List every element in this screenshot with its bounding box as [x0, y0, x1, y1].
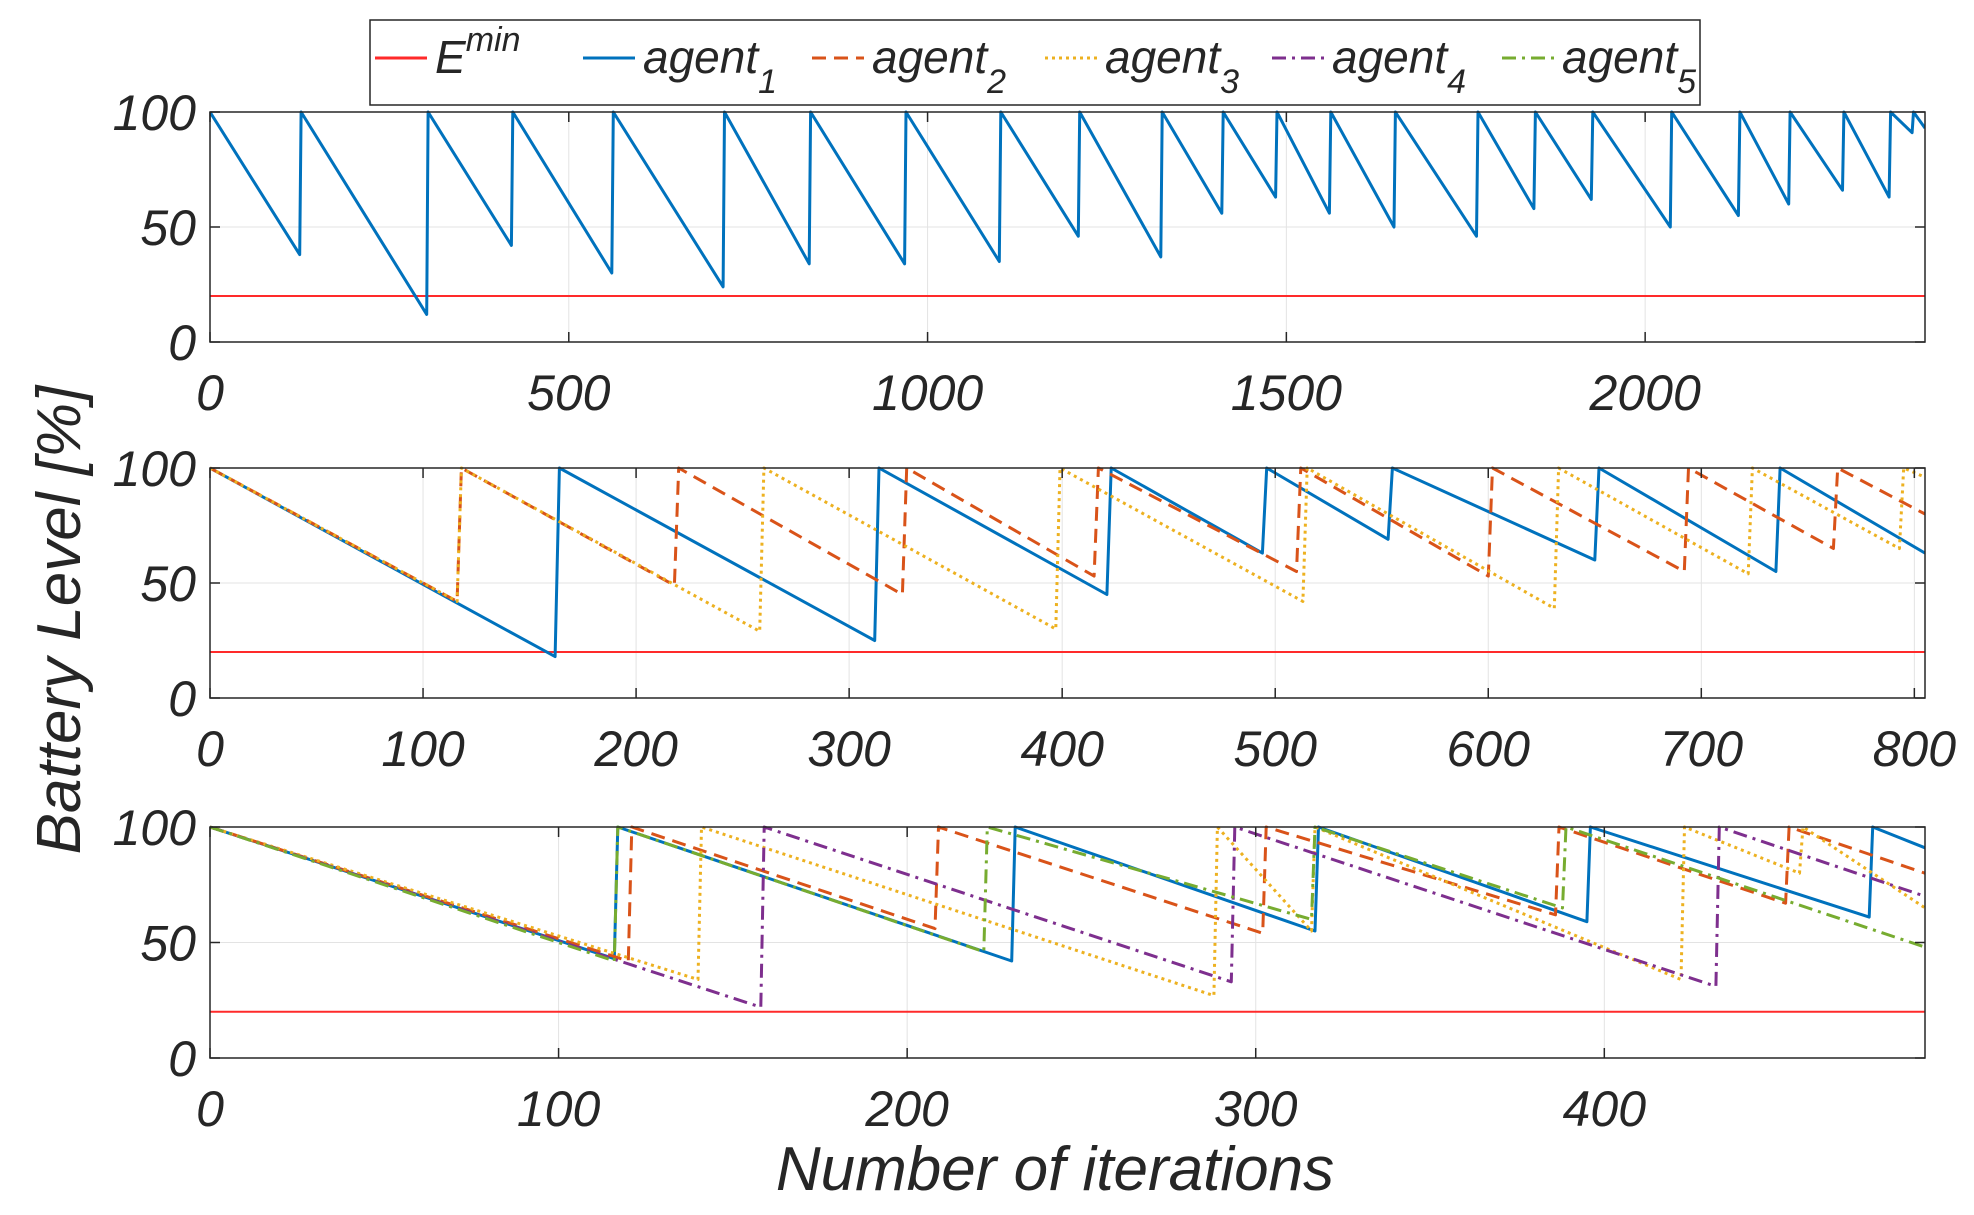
y-tick-label: 100 [113, 85, 197, 141]
legend-label: agent1 [643, 31, 777, 101]
y-axis-label: Battery Level [%] [25, 384, 94, 854]
legend-entry-4: agent3 [1045, 31, 1239, 101]
legend-entry-1: Emin [375, 21, 520, 83]
y-tick-label: 50 [140, 916, 196, 972]
x-axis-label: Number of iterations [776, 1135, 1334, 1204]
legend: Emin agent1 agent2 agent3 agent4 agent5 [369, 19, 1701, 106]
series-line-agent-5 [210, 825, 1925, 963]
legend-entry-5: agent4 [1272, 31, 1466, 101]
legend-label: agent3 [1105, 31, 1239, 101]
series-group [210, 110, 1925, 316]
legend-label: agent5 [1562, 31, 1696, 101]
legend-label: agent4 [1332, 31, 1466, 101]
x-tick-label: 0 [196, 365, 224, 421]
legend-box [369, 19, 1701, 106]
x-tick-label: 2000 [1589, 365, 1701, 421]
series-line-agent-4 [210, 825, 1925, 1009]
legend-label: Emin [435, 21, 520, 83]
x-tick-label: 200 [864, 1081, 949, 1137]
legend-entry-3: agent2 [812, 31, 1006, 101]
x-tick-label: 1500 [1231, 365, 1342, 421]
subplot-2: 0 100 200 300 400 500 600 700 800 0 50 100 [113, 441, 1957, 777]
x-tick-label: 400 [1563, 1081, 1647, 1137]
x-tick-label: 200 [593, 721, 678, 777]
y-tick-label: 50 [140, 200, 196, 256]
y-tick-label: 100 [113, 800, 197, 856]
y-tick-label: 0 [168, 315, 196, 371]
x-tick-label: 1000 [872, 365, 983, 421]
x-tick-label: 400 [1020, 721, 1104, 777]
series-group [210, 825, 1925, 1013]
series-line-agent-1 [210, 825, 1925, 963]
x-tick-label: 600 [1447, 721, 1531, 777]
subplot-1: 0 500 1000 1500 2000 0 50 100 [113, 85, 1926, 421]
x-tick-label: 0 [196, 721, 224, 777]
series-line-agent-1 [210, 110, 1925, 316]
legend-items: Emin agent1 agent2 agent3 agent4 agent5 [375, 21, 1696, 101]
y-tick-label: 100 [113, 441, 197, 497]
subplot-3: 0 100 200 300 400 0 50 100 [113, 800, 1926, 1137]
legend-label: agent2 [872, 31, 1006, 101]
y-tick-label: 0 [168, 1031, 196, 1087]
x-tick-label: 100 [517, 1081, 601, 1137]
x-tick-label: 700 [1660, 721, 1744, 777]
y-tick-label: 50 [140, 556, 196, 612]
series-group [210, 466, 1925, 659]
x-tick-label: 300 [1214, 1081, 1298, 1137]
x-tick-label: 500 [527, 365, 611, 421]
x-tick-label: 0 [196, 1081, 224, 1137]
series-line-agent-3 [210, 466, 1925, 633]
legend-entry-2: agent1 [583, 31, 777, 101]
legend-entry-6: agent5 [1502, 31, 1696, 101]
x-tick-label: 500 [1233, 721, 1317, 777]
y-tick-label: 0 [168, 671, 196, 727]
x-tick-label: 300 [807, 721, 891, 777]
x-tick-label: 100 [381, 721, 465, 777]
series-line-agent-3 [210, 825, 1925, 998]
x-tick-label: 800 [1873, 721, 1957, 777]
